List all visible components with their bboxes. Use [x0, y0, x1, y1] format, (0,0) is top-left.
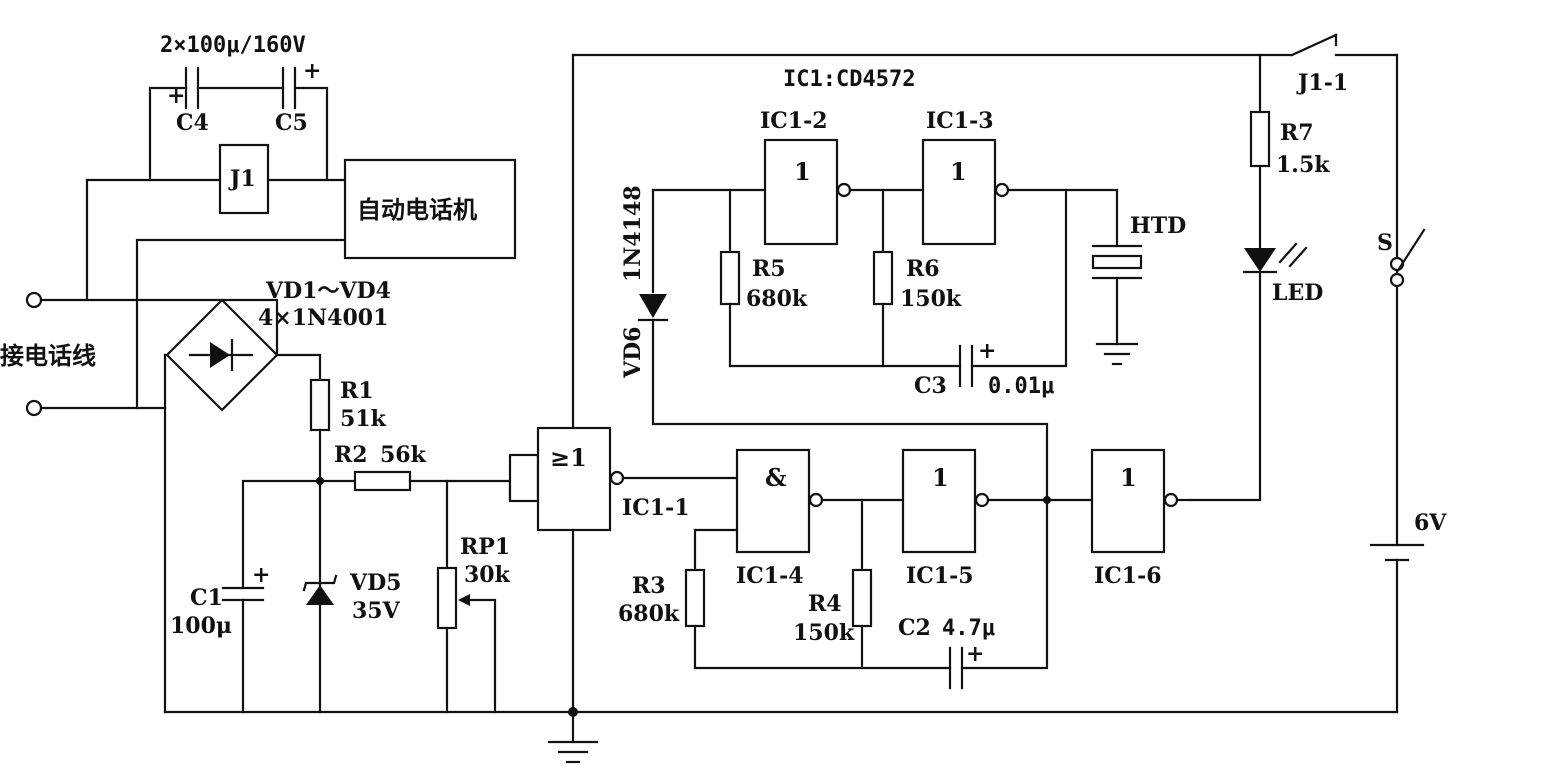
led-indicator: [1188, 53, 1308, 502]
label-battery: 6V: [1414, 510, 1447, 536]
buzzer-oscillator: [637, 138, 1143, 502]
label-r7: R7: [1280, 120, 1314, 146]
label-c1-plus: +: [252, 562, 270, 588]
label-vd6: VD6: [620, 327, 646, 379]
label-ic1-5: IC1-5: [906, 563, 974, 589]
label-rp1-value: 30k: [464, 562, 511, 588]
buzzer-htd: [1091, 254, 1143, 270]
label-c2: C2: [898, 615, 931, 641]
label-vd5: VD5: [349, 570, 401, 596]
label-c2-plus: +: [966, 641, 984, 667]
label-gate-or: ≥1: [550, 443, 587, 472]
label-ic1-6: IC1-6: [1094, 563, 1162, 589]
relay-contact-j1-1: [1290, 33, 1338, 57]
label-ic1-4: IC1-4: [736, 563, 804, 589]
label-c4: C4: [176, 110, 209, 136]
label-gate-ic1-3: 1: [950, 157, 967, 186]
label-gate-ic1-2: 1: [794, 157, 811, 186]
label-bridge-name: VD1～VD4: [265, 278, 391, 304]
label-r3: R3: [632, 573, 666, 599]
relay-j1: [218, 143, 270, 215]
label-r4-value: 150k: [793, 620, 855, 646]
diode-vd6-icon: [639, 294, 667, 318]
resistor-r1: [309, 378, 331, 432]
labels: 2×100μ/160V + + C4 C5 J1 自动电话机 VD1～VD4 4…: [0, 33, 1447, 667]
gate-ic1-4: [735, 448, 811, 554]
timer-section: [684, 448, 1192, 690]
resistor-r3: [684, 568, 706, 628]
label-r5-value: 680k: [746, 286, 808, 312]
line-terminal-top: [25, 291, 43, 309]
label-r1: R1: [340, 378, 374, 404]
label-ic1-3: IC1-3: [926, 108, 994, 134]
label-j1-1: J1-1: [1296, 70, 1348, 96]
label-r6: R6: [906, 256, 940, 282]
label-gate-and: &: [765, 463, 787, 492]
resistor-r6: [872, 250, 894, 306]
label-r7-value: 1.5k: [1276, 152, 1330, 178]
label-c1: C1: [190, 585, 223, 611]
label-switch: S: [1377, 230, 1393, 256]
gate-ic1-2: [763, 138, 839, 246]
led-icon: [1244, 248, 1276, 272]
gate-ic1-1: [536, 53, 739, 764]
bridge-diode-icon: [210, 342, 230, 368]
label-c4-plus: +: [167, 83, 185, 109]
label-c3-plus: +: [978, 338, 996, 364]
label-relay: J1: [228, 166, 256, 192]
label-phone: 自动电话机: [357, 196, 477, 224]
label-ic-type: IC1:CD4572: [783, 67, 915, 92]
label-phone-line: 接电话线: [0, 342, 96, 370]
supply-rail: [163, 33, 1426, 714]
label-r4: R4: [808, 591, 842, 617]
resistor-r4: [851, 568, 873, 628]
input-network: [221, 378, 540, 714]
label-cap-pair: 2×100μ/160V: [160, 33, 306, 58]
label-bridge-part: 4×1N4001: [258, 305, 388, 331]
label-vd5-value: 35V: [352, 598, 401, 624]
label-htd: HTD: [1130, 213, 1186, 239]
label-c2-value: 4.7μ: [942, 616, 995, 641]
label-r3-value: 680k: [618, 601, 680, 627]
wire-line-top: [39, 298, 279, 357]
bridge-rectifier: [163, 298, 322, 714]
label-r5: R5: [752, 256, 786, 282]
label-r2-value: 56k: [380, 442, 427, 468]
gate-ic1-5: [901, 448, 977, 554]
label-c3: C3: [914, 373, 947, 399]
label-c1-value: 100μ: [170, 613, 232, 639]
potentiometer-rp1: [436, 566, 458, 630]
zener-vd5-icon: [306, 585, 334, 605]
label-r1-value: 51k: [340, 406, 387, 432]
resistor-r2: [353, 470, 412, 492]
gate-ic1-3: [921, 138, 997, 246]
line-terminal-bottom: [25, 399, 43, 417]
label-rp1: RP1: [460, 534, 510, 560]
label-ic1-2: IC1-2: [760, 108, 828, 134]
label-led: LED: [1272, 280, 1323, 306]
label-c5: C5: [275, 110, 308, 136]
switch-s: [1395, 228, 1426, 274]
phone-line-section: [25, 66, 517, 417]
label-vd6-part: 1N4148: [620, 185, 646, 282]
label-gate-ic1-6: 1: [1120, 463, 1137, 492]
label-r2: R2: [334, 442, 368, 468]
label-c5-plus: +: [303, 58, 321, 84]
label-c3-value: 0.01μ: [988, 374, 1054, 399]
resistor-r5: [719, 250, 741, 306]
label-ic1-1: IC1-1: [622, 495, 690, 521]
gate-ic1-6: [1090, 448, 1166, 554]
label-r6-value: 150k: [900, 286, 962, 312]
auto-phone-box: [343, 158, 517, 260]
resistor-r7: [1249, 110, 1271, 168]
label-gate-ic1-5: 1: [932, 463, 949, 492]
